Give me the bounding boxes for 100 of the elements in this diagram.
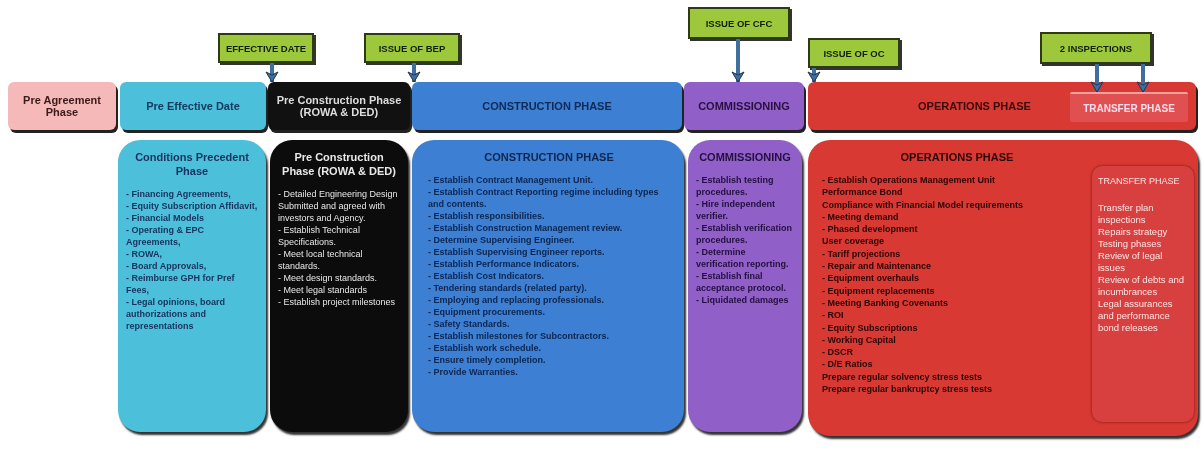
list-item: - Equipment procurements. xyxy=(428,306,546,318)
sub-card xyxy=(1092,166,1194,422)
list-item: - Determine Supervising Engineer. xyxy=(428,234,576,246)
list-item: User coverage xyxy=(822,235,886,248)
list-item: - Establish Technical Specifications. xyxy=(278,224,361,248)
list-item: - Detailed Engineering Design Submitted and agreed with investors and Agency. xyxy=(278,188,399,224)
list-item: - Establish Cost Indicators. xyxy=(428,270,546,282)
list-item: - Establish milestones for Subcontractors. xyxy=(428,330,611,342)
list-item: - Board Approvals, xyxy=(126,260,208,272)
list-item: Review of legal issues xyxy=(1098,250,1164,274)
list-item: - Employing and replacing professionals. xyxy=(428,294,606,306)
phase-bar xyxy=(808,82,1196,130)
list-item: - Tendering standards (related party). xyxy=(428,282,588,294)
list-item: - Establish verification procedures. xyxy=(696,222,794,246)
list-item: - Provide Warranties. xyxy=(428,366,519,378)
arrow xyxy=(731,39,745,83)
list-item: - Establish project milestones xyxy=(278,296,397,308)
card-heading: COMMISSIONING xyxy=(698,150,792,164)
list-item: Transfer plan inspections xyxy=(1098,202,1155,226)
list-item: - Ensure timely completion. xyxy=(428,354,547,366)
phase-bar xyxy=(684,82,804,130)
list-item: - ROWA, xyxy=(126,248,163,260)
list-item: - Meeting Banking Covenants xyxy=(822,296,949,310)
card-heading: OPERATIONS PHASE xyxy=(899,150,1015,164)
phase-label: OPERATIONS PHASE xyxy=(918,100,1031,112)
list-item: Legal assurances and performance bond releases xyxy=(1098,298,1174,334)
list-item: - Phased development xyxy=(822,223,919,236)
list-item: - Establish Supervising Engineer reports. xyxy=(428,246,606,258)
milestone-label: ISSUE OF OC xyxy=(823,47,885,59)
list-item: - DSCR xyxy=(822,346,854,359)
list-item: Prepare regular solvency stress tests xyxy=(822,370,984,384)
list-item: - Reimburse GPH for Pref Fees, xyxy=(126,272,236,296)
list-item: Repairs strategy xyxy=(1098,226,1169,238)
arrow xyxy=(265,63,279,83)
milestone-box xyxy=(1040,32,1152,64)
list-item: - Equipment replacements xyxy=(822,284,936,297)
list-item: - Legal opinions, board authorizations and representations xyxy=(126,296,226,332)
list-item: - Establish Performance Indicators. xyxy=(428,258,581,270)
list-item: - Operating & EPC Agreements, xyxy=(126,224,205,248)
milestone-box xyxy=(688,7,790,39)
phase-label: TRANSFER PHASE xyxy=(1083,102,1175,114)
list-item: - Meeting demand xyxy=(822,210,900,224)
phase-card xyxy=(688,140,802,432)
list-item: - Equipment overhauls xyxy=(822,272,920,285)
list-item: - Meet design standards. xyxy=(278,272,379,284)
list-item: - Establish Contract Management Unit. xyxy=(428,174,595,186)
list-item: Compliance with Financial Model requirements xyxy=(822,198,1025,211)
card-heading: CONSTRUCTION PHASE xyxy=(483,150,615,164)
phase-card xyxy=(118,140,266,432)
list-item: - Financial Models xyxy=(126,212,205,224)
list-item: - Establish work schedule. xyxy=(428,342,543,354)
list-item: - Working Capital xyxy=(822,333,897,347)
list-item: - Establish Operations Management Unit xyxy=(822,174,997,187)
arrow xyxy=(807,68,821,83)
transfer-band xyxy=(1070,92,1188,122)
phase-bar xyxy=(268,82,410,130)
milestone-box xyxy=(364,33,460,63)
list-item: - Equity Subscription Affidavit, xyxy=(126,200,258,212)
list-item: - Liquidated damages xyxy=(696,294,790,306)
milestone-box xyxy=(808,38,900,68)
list-item: - Tariff projections xyxy=(822,247,902,261)
list-item: - Safety Standards. xyxy=(428,318,511,330)
list-item: - Financing Agreements, xyxy=(126,188,232,200)
card-heading: TRANSFER PHASE xyxy=(1098,175,1181,188)
list-item: Performance Bond xyxy=(822,186,904,199)
list-item: - Meet legal standards xyxy=(278,284,369,296)
phase-label: CONSTRUCTION PHASE xyxy=(482,100,612,112)
arrow xyxy=(1090,64,1104,93)
arrow xyxy=(407,63,421,83)
list-item: Prepare regular bankruptcy stress tests xyxy=(822,383,994,396)
list-item: - Establish Construction Management review. xyxy=(428,222,624,234)
milestone-label: ISSUE OF CFC xyxy=(705,17,773,29)
milestone-label: EFFECTIVE DATE xyxy=(225,42,307,54)
phase-label: Pre Agreement Phase xyxy=(22,94,102,118)
milestone-label: 2 INSPECTIONS xyxy=(1059,42,1133,54)
list-item: - Establish responsibilities. xyxy=(428,210,546,222)
list-item: - D/E Ratios xyxy=(822,358,874,371)
list-item: Testing phases xyxy=(1098,238,1163,250)
phase-card xyxy=(808,140,1198,436)
phase-card xyxy=(270,140,408,432)
list-item: Review of debts and incumbrances xyxy=(1098,274,1186,298)
phase-bar xyxy=(412,82,682,130)
list-item: - Equity Subscriptions xyxy=(822,321,919,334)
milestone-box xyxy=(218,33,314,63)
milestone-label: ISSUE OF BEP xyxy=(378,42,446,54)
phase-label: Pre Construction Phase (ROWA & DED) xyxy=(275,94,403,118)
card-heading: Conditions Precedent Phase xyxy=(134,150,250,178)
arrow xyxy=(1136,64,1150,93)
list-item: - Repair and Maintenance xyxy=(822,260,933,273)
card-heading: Pre Construction Phase (ROWA & DED) xyxy=(281,150,397,178)
list-item: - Determine verification reporting. xyxy=(696,246,790,270)
phase-bar xyxy=(8,82,116,130)
list-item: - Establish final acceptance protocol. xyxy=(696,270,788,294)
list-item: - Hire independent verifier. xyxy=(696,198,776,222)
list-item: - ROI xyxy=(822,309,845,322)
phase-card xyxy=(412,140,684,432)
list-item: - Establish testing procedures. xyxy=(696,174,775,198)
list-item: - Establish Contract Reporting regime including types and contents. xyxy=(428,186,660,210)
phase-bar xyxy=(120,82,266,130)
phase-label: COMMISSIONING xyxy=(698,100,790,112)
